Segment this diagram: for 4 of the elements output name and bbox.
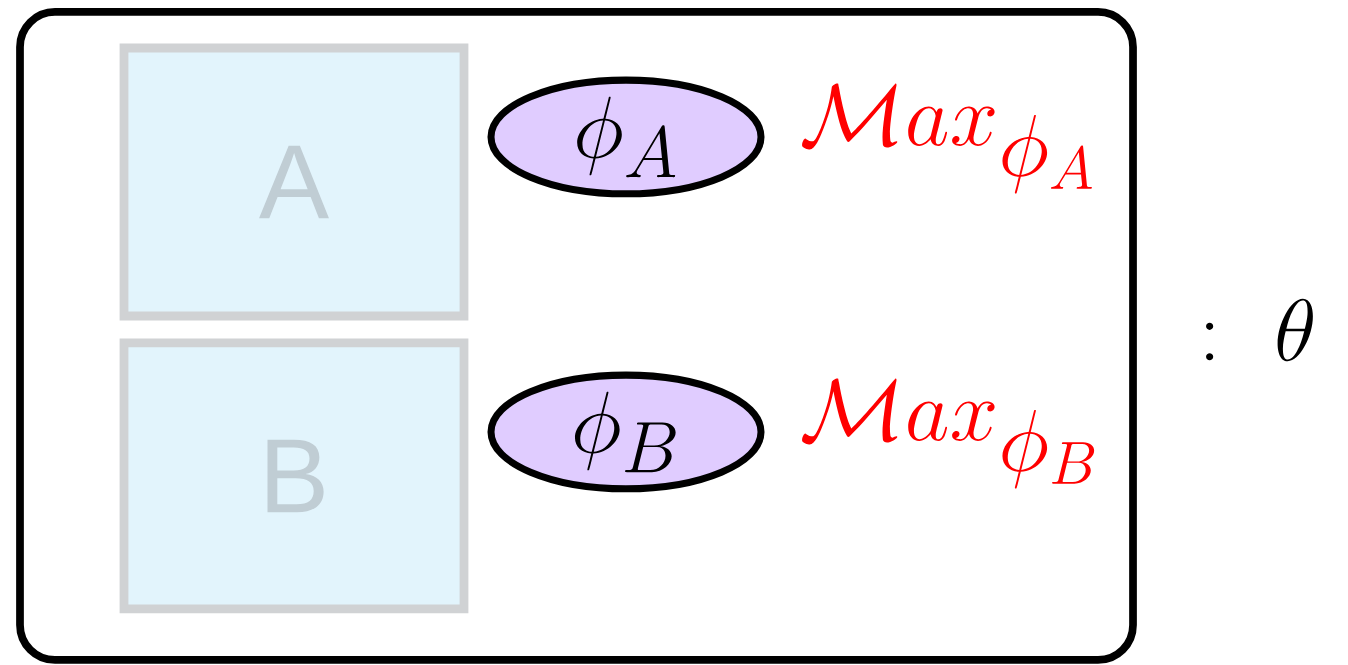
side-formula: $\mathcal{M}ax_{\phi_A}$ <box>802 83 1092 194</box>
frame-box <box>16 8 1137 664</box>
type-annotation: $:\ \theta$ <box>1206 298 1313 362</box>
side-formula: $\mathcal{M}ax_{\phi_B}$ <box>802 378 1095 489</box>
